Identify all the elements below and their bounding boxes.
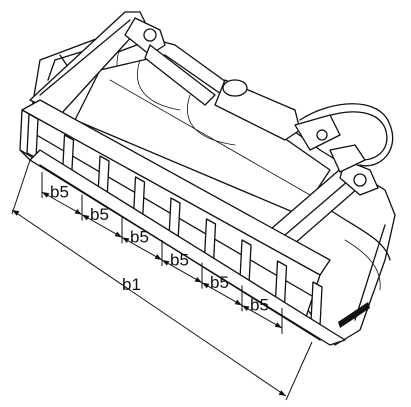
total-dimension-line xyxy=(11,209,287,397)
dimension-extension-line xyxy=(285,341,313,401)
dimension-arrowhead xyxy=(114,231,122,238)
grille-tine xyxy=(26,113,39,159)
dimension-arrowhead xyxy=(122,237,130,244)
dimension-label-b5: b5 xyxy=(250,296,269,315)
dimension-extension-line xyxy=(11,159,31,215)
dimension-label-b5: b5 xyxy=(50,182,69,201)
brand-plate xyxy=(338,302,370,328)
dimension-arrowhead xyxy=(194,276,202,283)
dimension-label-b5: b5 xyxy=(210,273,229,292)
dimension-arrowhead xyxy=(12,210,20,216)
dimension-arrowhead xyxy=(242,305,250,312)
dimension-label-b5: b5 xyxy=(170,250,189,269)
dimension-label-b5: b5 xyxy=(90,205,109,224)
dimension-arrowhead xyxy=(162,260,170,266)
dimension-arrowhead xyxy=(202,282,210,289)
dimension-arrowhead xyxy=(234,299,242,306)
dimension-arrowhead xyxy=(154,254,162,260)
dimension-arrowhead xyxy=(74,208,82,215)
dimension-arrowhead xyxy=(278,390,286,396)
dimension-annotations: b5 b5 b5 b5 b5 b5 b1 xyxy=(11,159,313,401)
dimension-arrowhead xyxy=(274,322,282,328)
dimension-label-b1: b1 xyxy=(122,275,141,294)
dimension-arrowhead xyxy=(82,214,90,221)
cutting-edge xyxy=(29,149,346,346)
dimension-arrowhead xyxy=(42,192,50,198)
dimension-label-b5: b5 xyxy=(130,228,149,247)
hydraulics xyxy=(214,79,394,173)
